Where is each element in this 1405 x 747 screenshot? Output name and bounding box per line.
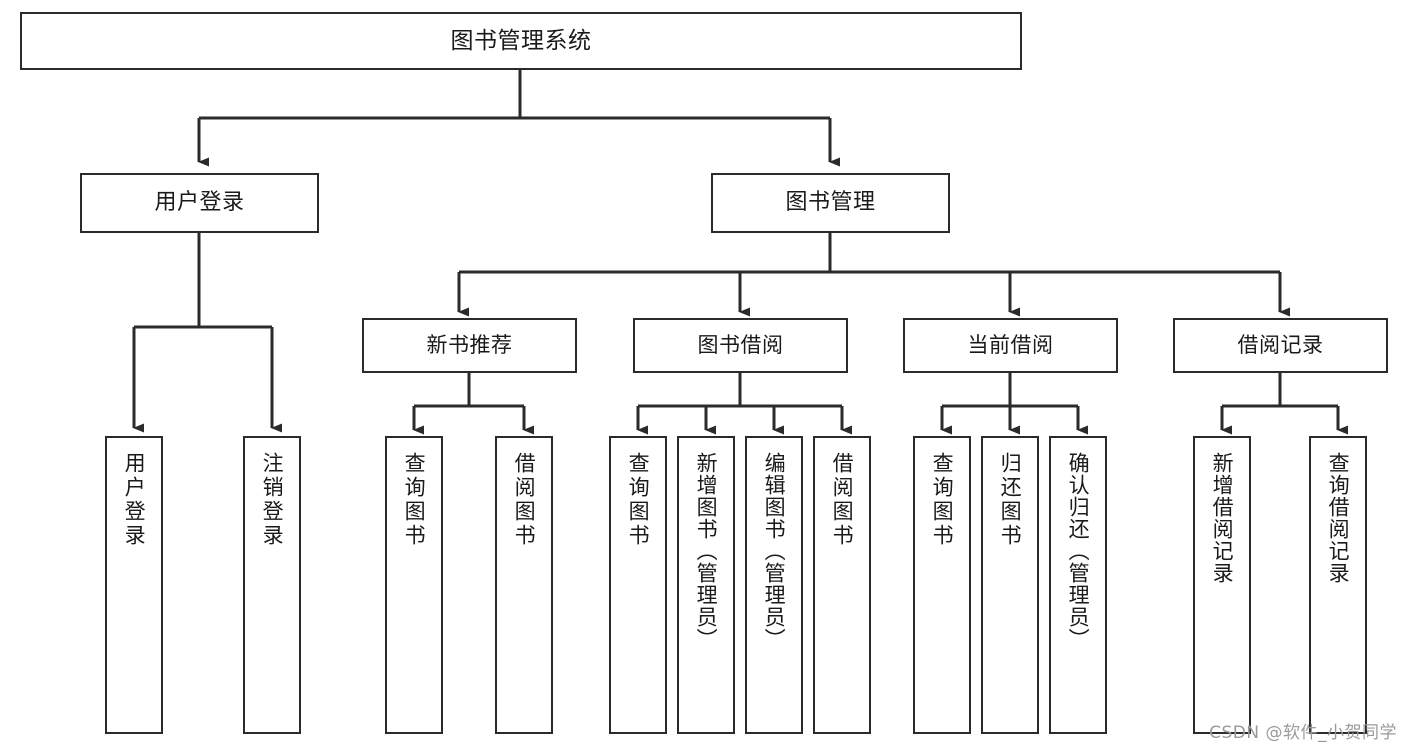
leaf-query-book-recommend[interactable]: 查询图书	[385, 436, 443, 734]
leaf-logout[interactable]: 注销登录	[243, 436, 301, 734]
node-label: 归还图书	[998, 452, 1023, 548]
node-label: 查询图书	[930, 452, 955, 548]
watermark: CSDN @软件_小贺同学	[1209, 723, 1397, 743]
node-label: 借阅图书	[512, 452, 537, 548]
node-label: 查询借阅记录	[1326, 452, 1351, 584]
node-label: 编辑图书（管理员）	[762, 452, 787, 650]
leaf-borrow-book[interactable]: 借阅图书	[813, 436, 871, 734]
node-label: 借阅记录	[1237, 333, 1324, 358]
node-new-book-recommendation[interactable]: 新书推荐	[362, 318, 577, 373]
node-book-borrowing[interactable]: 图书借阅	[633, 318, 848, 373]
node-label: 新增借阅记录	[1210, 452, 1235, 584]
node-current-borrowing[interactable]: 当前借阅	[903, 318, 1118, 373]
leaf-confirm-return-admin[interactable]: 确认归还（管理员）	[1049, 436, 1107, 734]
leaf-borrow-book-recommend[interactable]: 借阅图书	[495, 436, 553, 734]
node-label: 图书借阅	[697, 333, 784, 358]
node-label: 图书管理系统	[450, 27, 592, 54]
node-borrowing-records[interactable]: 借阅记录	[1173, 318, 1388, 373]
node-label: 查询图书	[626, 452, 651, 548]
leaf-edit-book-admin[interactable]: 编辑图书（管理员）	[745, 436, 803, 734]
node-label: 查询图书	[402, 452, 427, 548]
leaf-query-book-borrow[interactable]: 查询图书	[609, 436, 667, 734]
node-label: 用户登录	[154, 190, 245, 216]
node-label: 当前借阅	[967, 333, 1054, 358]
leaf-add-borrow-record[interactable]: 新增借阅记录	[1193, 436, 1251, 734]
leaf-return-book[interactable]: 归还图书	[981, 436, 1039, 734]
node-label: 图书管理	[785, 190, 876, 216]
node-label: 新书推荐	[426, 333, 513, 358]
node-label: 注销登录	[260, 452, 285, 548]
node-label: 借阅图书	[830, 452, 855, 548]
node-root-book-management-system[interactable]: 图书管理系统	[20, 12, 1022, 70]
leaf-query-book-current[interactable]: 查询图书	[913, 436, 971, 734]
node-label: 用户登录	[122, 452, 147, 548]
node-label: 新增图书（管理员）	[694, 452, 719, 650]
node-label: 确认归还（管理员）	[1066, 452, 1091, 650]
leaf-add-book-admin[interactable]: 新增图书（管理员）	[677, 436, 735, 734]
node-user-login[interactable]: 用户登录	[80, 173, 319, 233]
node-book-management[interactable]: 图书管理	[711, 173, 950, 233]
leaf-user-login[interactable]: 用户登录	[105, 436, 163, 734]
leaf-query-borrow-record[interactable]: 查询借阅记录	[1309, 436, 1367, 734]
